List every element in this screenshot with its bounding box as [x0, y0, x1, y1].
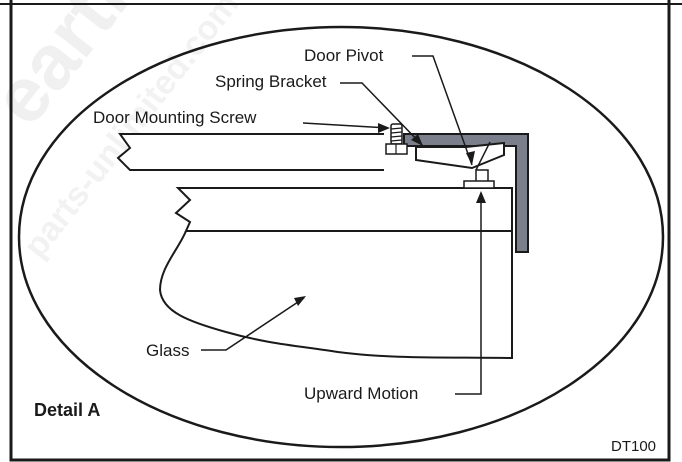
- upward-motion-leader: [455, 196, 482, 395]
- door-mounting-screw-leader: [302, 122, 389, 129]
- detail-ellipse: [17, 25, 665, 449]
- detail-frame: [9, 0, 671, 462]
- detail-label: Detail A: [34, 400, 100, 420]
- upward-motion-label: Upward Motion: [304, 384, 418, 403]
- door-mounting-screw-arrow-icon: [378, 123, 390, 133]
- door-mounting-screw-icon: [385, 123, 408, 155]
- upward-motion-arrow-icon: [476, 191, 486, 203]
- glass-leader: [201, 297, 305, 351]
- leader-arrowheads: [294, 123, 486, 306]
- door-pivot-arrow-icon: [466, 151, 475, 165]
- figure-code: DT100: [611, 438, 656, 455]
- glass-label: Glass: [146, 341, 189, 360]
- door-panel: [116, 133, 384, 171]
- spring-bracket-leader: [340, 82, 424, 147]
- leader-lines: [201, 55, 482, 395]
- spring-bracket: [415, 141, 505, 170]
- spring-bracket-label: Spring Bracket: [215, 72, 327, 91]
- door-pivot-leader: [412, 55, 473, 166]
- spring-bracket-arrow-icon: [411, 134, 423, 146]
- door-pivot-label: Door Pivot: [304, 46, 384, 65]
- glass-arrow-icon: [294, 296, 306, 306]
- door-pivot: [463, 141, 495, 189]
- door-mounting-screw-label: Door Mounting Screw: [93, 108, 257, 127]
- glass-cut-edge: [158, 230, 513, 360]
- glass-panel: [174, 187, 513, 232]
